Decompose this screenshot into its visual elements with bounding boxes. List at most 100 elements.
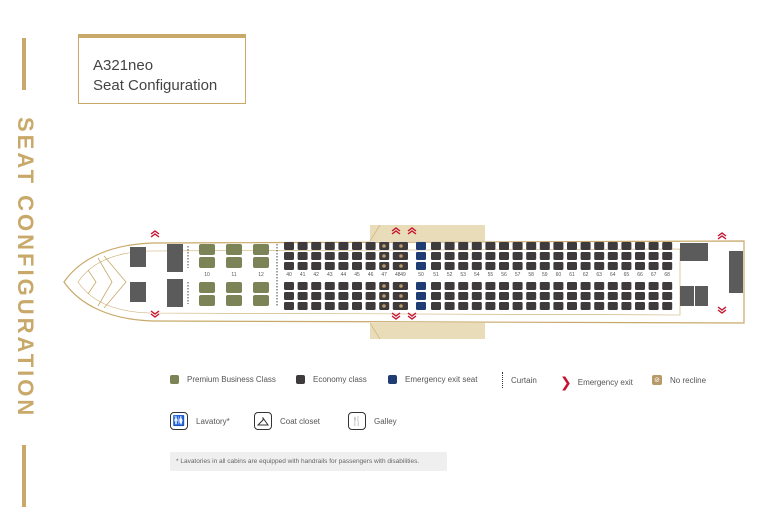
exit-arrow-icon	[407, 312, 417, 320]
legend-coat: Coat closet	[254, 412, 320, 430]
economy-seat	[499, 302, 509, 310]
title-box: A321neo Seat Configuration	[78, 34, 246, 104]
economy-seat	[648, 242, 659, 250]
no-recline-icon	[382, 284, 386, 288]
no-recline-icon	[399, 244, 403, 248]
economy-seat	[662, 302, 673, 310]
economy-seat	[338, 252, 349, 260]
economy-seat	[458, 282, 469, 290]
economy-seat	[297, 252, 308, 260]
galley-icon: 🍴	[348, 412, 366, 430]
economy-seat	[431, 282, 441, 290]
premium-swatch	[170, 375, 179, 384]
economy-seat	[499, 262, 509, 270]
economy-seat	[567, 302, 577, 310]
economy-seat	[338, 292, 349, 300]
side-decor-line-bottom	[22, 445, 26, 507]
economy-seat	[324, 302, 335, 310]
legend-lavatory: 🚻 Lavatory*	[170, 412, 230, 430]
economy-seat	[580, 282, 591, 290]
economy-seat	[526, 292, 537, 300]
row-number: 68	[664, 272, 670, 278]
economy-seat	[539, 302, 550, 310]
economy-seat	[444, 292, 455, 300]
economy-seat	[297, 242, 308, 250]
economy-seat	[635, 292, 645, 300]
economy-seat	[567, 292, 577, 300]
row-number: 48	[395, 272, 401, 278]
economy-seat	[365, 242, 376, 250]
economy-seat	[526, 262, 537, 270]
exit-arrow-icon: ❯	[560, 374, 572, 390]
economy-seat	[352, 252, 362, 260]
economy-seat	[648, 302, 659, 310]
economy-seat	[311, 242, 322, 250]
legend-coat-label: Coat closet	[280, 416, 321, 426]
economy-seat	[338, 302, 349, 310]
economy-seat	[365, 262, 376, 270]
economy-seat	[365, 282, 376, 290]
no-recline-icon	[399, 304, 403, 308]
economy-seat	[499, 242, 509, 250]
coat-hanger-icon	[254, 412, 272, 430]
economy-seat	[567, 262, 577, 270]
economy-seat	[635, 252, 645, 260]
rear-galley-block	[729, 251, 743, 293]
galley-block	[167, 279, 183, 307]
economy-seat	[458, 252, 469, 260]
economy-seat	[553, 252, 564, 260]
rear-galley-block	[680, 243, 708, 261]
economy-seat	[580, 252, 591, 260]
economy-seat	[398, 252, 408, 260]
row-number: 10	[204, 272, 210, 278]
economy-seat	[352, 302, 362, 310]
exit-seat	[416, 252, 426, 260]
row-number: 66	[637, 272, 643, 278]
legend-emergency-exit-label: Emergency exit	[577, 378, 633, 387]
economy-seat	[284, 242, 294, 250]
economy-seat	[539, 282, 550, 290]
legend-economy: Economy class	[296, 375, 367, 384]
no-recline-icon	[399, 254, 403, 258]
business-seat	[226, 295, 242, 306]
economy-seat	[512, 292, 523, 300]
diagram-title: Seat Configuration	[93, 77, 218, 94]
economy-seat	[499, 292, 509, 300]
economy-seat	[662, 252, 673, 260]
legend-no-recline: ⊘ No recline	[652, 375, 706, 385]
legend-emergency-exit: ❯ Emergency exit	[560, 374, 633, 391]
economy-seat	[580, 302, 591, 310]
economy-seat	[311, 252, 322, 260]
no-recline-icon	[382, 254, 386, 258]
economy-seat	[444, 262, 455, 270]
row-number: 50	[418, 272, 424, 278]
economy-seat	[324, 262, 335, 270]
economy-seat	[621, 262, 632, 270]
economy-seat	[539, 242, 550, 250]
row-number: 11	[231, 272, 236, 278]
row-number: 45	[354, 272, 360, 278]
economy-seat	[485, 262, 496, 270]
row-number: 60	[556, 272, 562, 278]
economy-seat	[607, 252, 618, 260]
economy-seat	[324, 242, 335, 250]
no-recline-icon	[399, 264, 403, 268]
economy-seat	[621, 252, 632, 260]
economy-seat	[471, 282, 482, 290]
economy-seat	[635, 282, 645, 290]
legend-premium: Premium Business Class	[170, 375, 276, 384]
wing-top	[370, 225, 485, 241]
economy-seat	[398, 292, 408, 300]
exit-arrow-icon	[391, 227, 401, 235]
economy-seat	[458, 262, 469, 270]
galley-block	[130, 247, 146, 267]
economy-seat	[594, 292, 605, 300]
galley-block	[130, 282, 146, 302]
economy-seat	[311, 282, 322, 290]
economy-seat	[398, 302, 408, 310]
economy-seat	[485, 292, 496, 300]
economy-seat	[621, 292, 632, 300]
economy-seat	[431, 262, 441, 270]
exit-seat	[416, 242, 426, 250]
